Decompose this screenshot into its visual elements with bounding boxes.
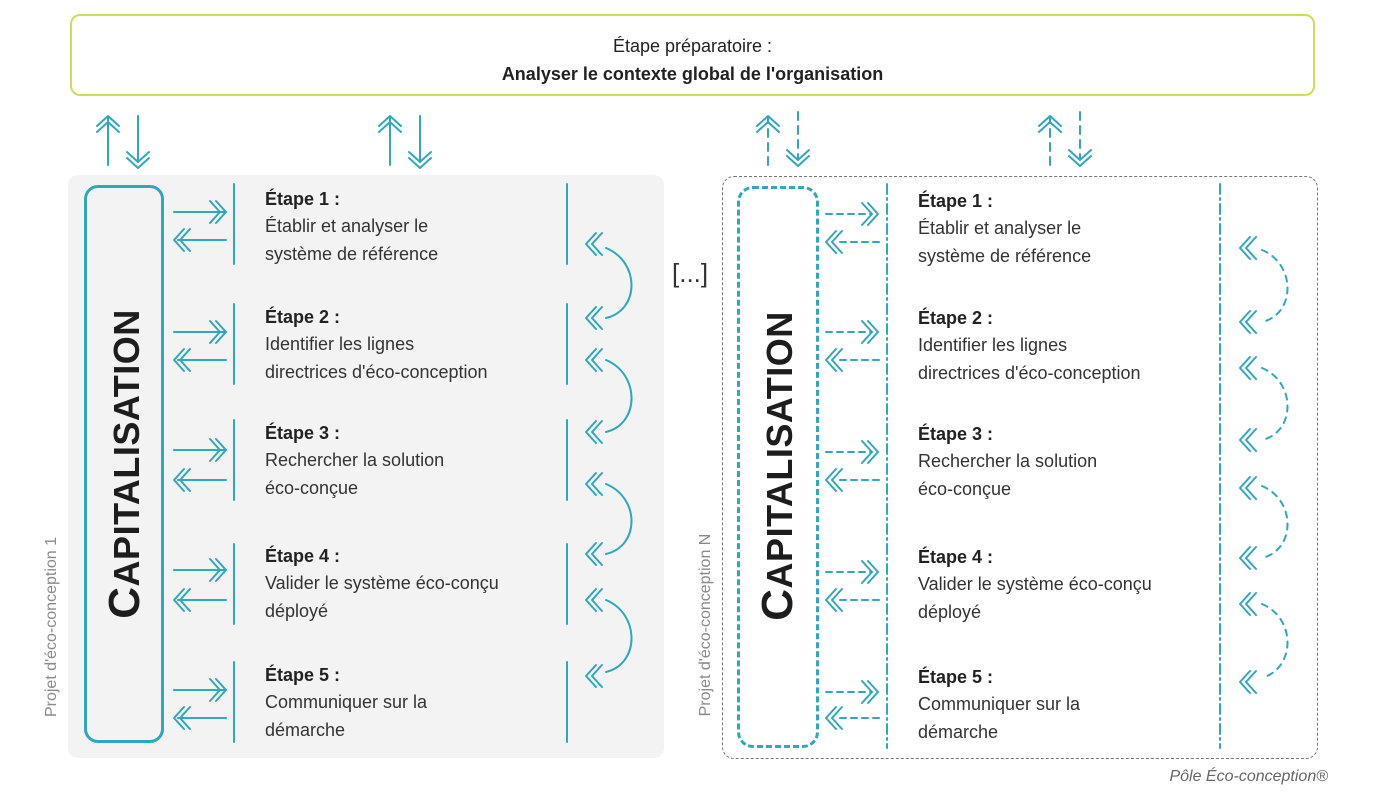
project-n-panel xyxy=(722,176,1318,759)
project-n-stage-3: Étape 3 : Rechercher la solution éco-con… xyxy=(918,421,1238,503)
stage-title: Étape 2 : xyxy=(918,308,994,328)
project-1-stage-3: Étape 3 : Rechercher la solution éco-con… xyxy=(265,420,585,502)
preparatory-stage-box: Étape préparatoire : Analyser le context… xyxy=(70,14,1315,96)
stage-line: éco-conçue xyxy=(265,478,359,498)
capitalisation-box-n xyxy=(737,186,819,748)
project-1-stage-4: Étape 4 : Valider le système éco-conçu d… xyxy=(265,543,585,625)
stage-line: Communiquer sur la xyxy=(918,694,1081,714)
project-n-stage-4: Étape 4 : Valider le système éco-conçu d… xyxy=(918,544,1238,626)
project-1-feedback-loops xyxy=(585,232,633,688)
stage-line: directrices d'éco-conception xyxy=(918,363,1141,383)
header-link-arrows-n xyxy=(767,111,1081,166)
stage-line: Rechercher la solution xyxy=(918,451,1098,471)
stage-line: démarche xyxy=(265,720,346,740)
project-n-separators xyxy=(886,183,1221,749)
ellipsis-label: [...] xyxy=(672,258,709,288)
project-1-stage-2: Étape 2 : Identifier les lignes directri… xyxy=(265,304,585,386)
stage-title: Étape 3 : xyxy=(265,423,341,443)
project-n-stage-1: Étape 1 : Établir et analyser le système… xyxy=(918,188,1238,270)
stage-line: Établir et analyser le xyxy=(265,216,429,236)
stage-title: Étape 3 : xyxy=(918,424,994,444)
stage-line: système de référence xyxy=(918,246,1092,266)
stage-title: Étape 5 : xyxy=(265,665,341,685)
stage-title: Étape 1 : xyxy=(265,189,341,209)
preparatory-stage-title: Étape préparatoire : xyxy=(612,36,773,56)
project-1-panel xyxy=(68,175,664,758)
project-n-stage-arrows-lines xyxy=(825,213,885,719)
preparatory-stage-description: Analyser le contexte global de l'organis… xyxy=(501,64,884,84)
stage-line: éco-conçue xyxy=(918,479,1012,499)
project-n-feedback-arrowheads xyxy=(1239,236,1257,694)
stage-line: démarche xyxy=(918,722,999,742)
stage-line: système de référence xyxy=(265,244,439,264)
stage-title: Étape 1 : xyxy=(918,191,994,211)
stage-title: Étape 5 : xyxy=(918,667,994,687)
stage-line: Rechercher la solution xyxy=(265,450,445,470)
project-n-stage-5: Étape 5 : Communiquer sur la démarche xyxy=(918,664,1238,746)
header-link-arrows-1 xyxy=(96,115,432,169)
stage-line: Communiquer sur la xyxy=(265,692,428,712)
stage-line: Identifier les lignes xyxy=(918,335,1068,355)
stage-title: Étape 4 : xyxy=(265,546,341,566)
stage-line: Identifier les lignes xyxy=(265,334,415,354)
stage-line: déployé xyxy=(918,602,982,622)
stage-title: Étape 4 : xyxy=(918,547,994,567)
project-1-separators xyxy=(233,183,568,743)
project-1-stage-5: Étape 5 : Communiquer sur la démarche xyxy=(265,662,585,744)
project-n-stage-2: Étape 2 : Identifier les lignes directri… xyxy=(918,305,1238,387)
stage-line: Valider le système éco-conçu xyxy=(918,574,1152,594)
project-n-feedback-loops xyxy=(1261,249,1289,679)
stage-title: Étape 2 : xyxy=(265,307,341,327)
footer-credit: Pôle Éco-conception® xyxy=(1169,768,1328,785)
capitalisation-box-1 xyxy=(84,185,164,743)
project-n-stage-arrowheads xyxy=(825,202,879,730)
stage-line: directrices d'éco-conception xyxy=(265,362,488,382)
project-1-stage-1: Étape 1 : Établir et analyser le système… xyxy=(265,186,585,268)
stage-line: Valider le système éco-conçu xyxy=(265,573,499,593)
header-link-arrowheads-n xyxy=(756,115,1092,167)
stage-line: déployé xyxy=(265,601,329,621)
stage-line: Établir et analyser le xyxy=(918,218,1082,238)
project-1-stage-arrows xyxy=(173,200,227,730)
